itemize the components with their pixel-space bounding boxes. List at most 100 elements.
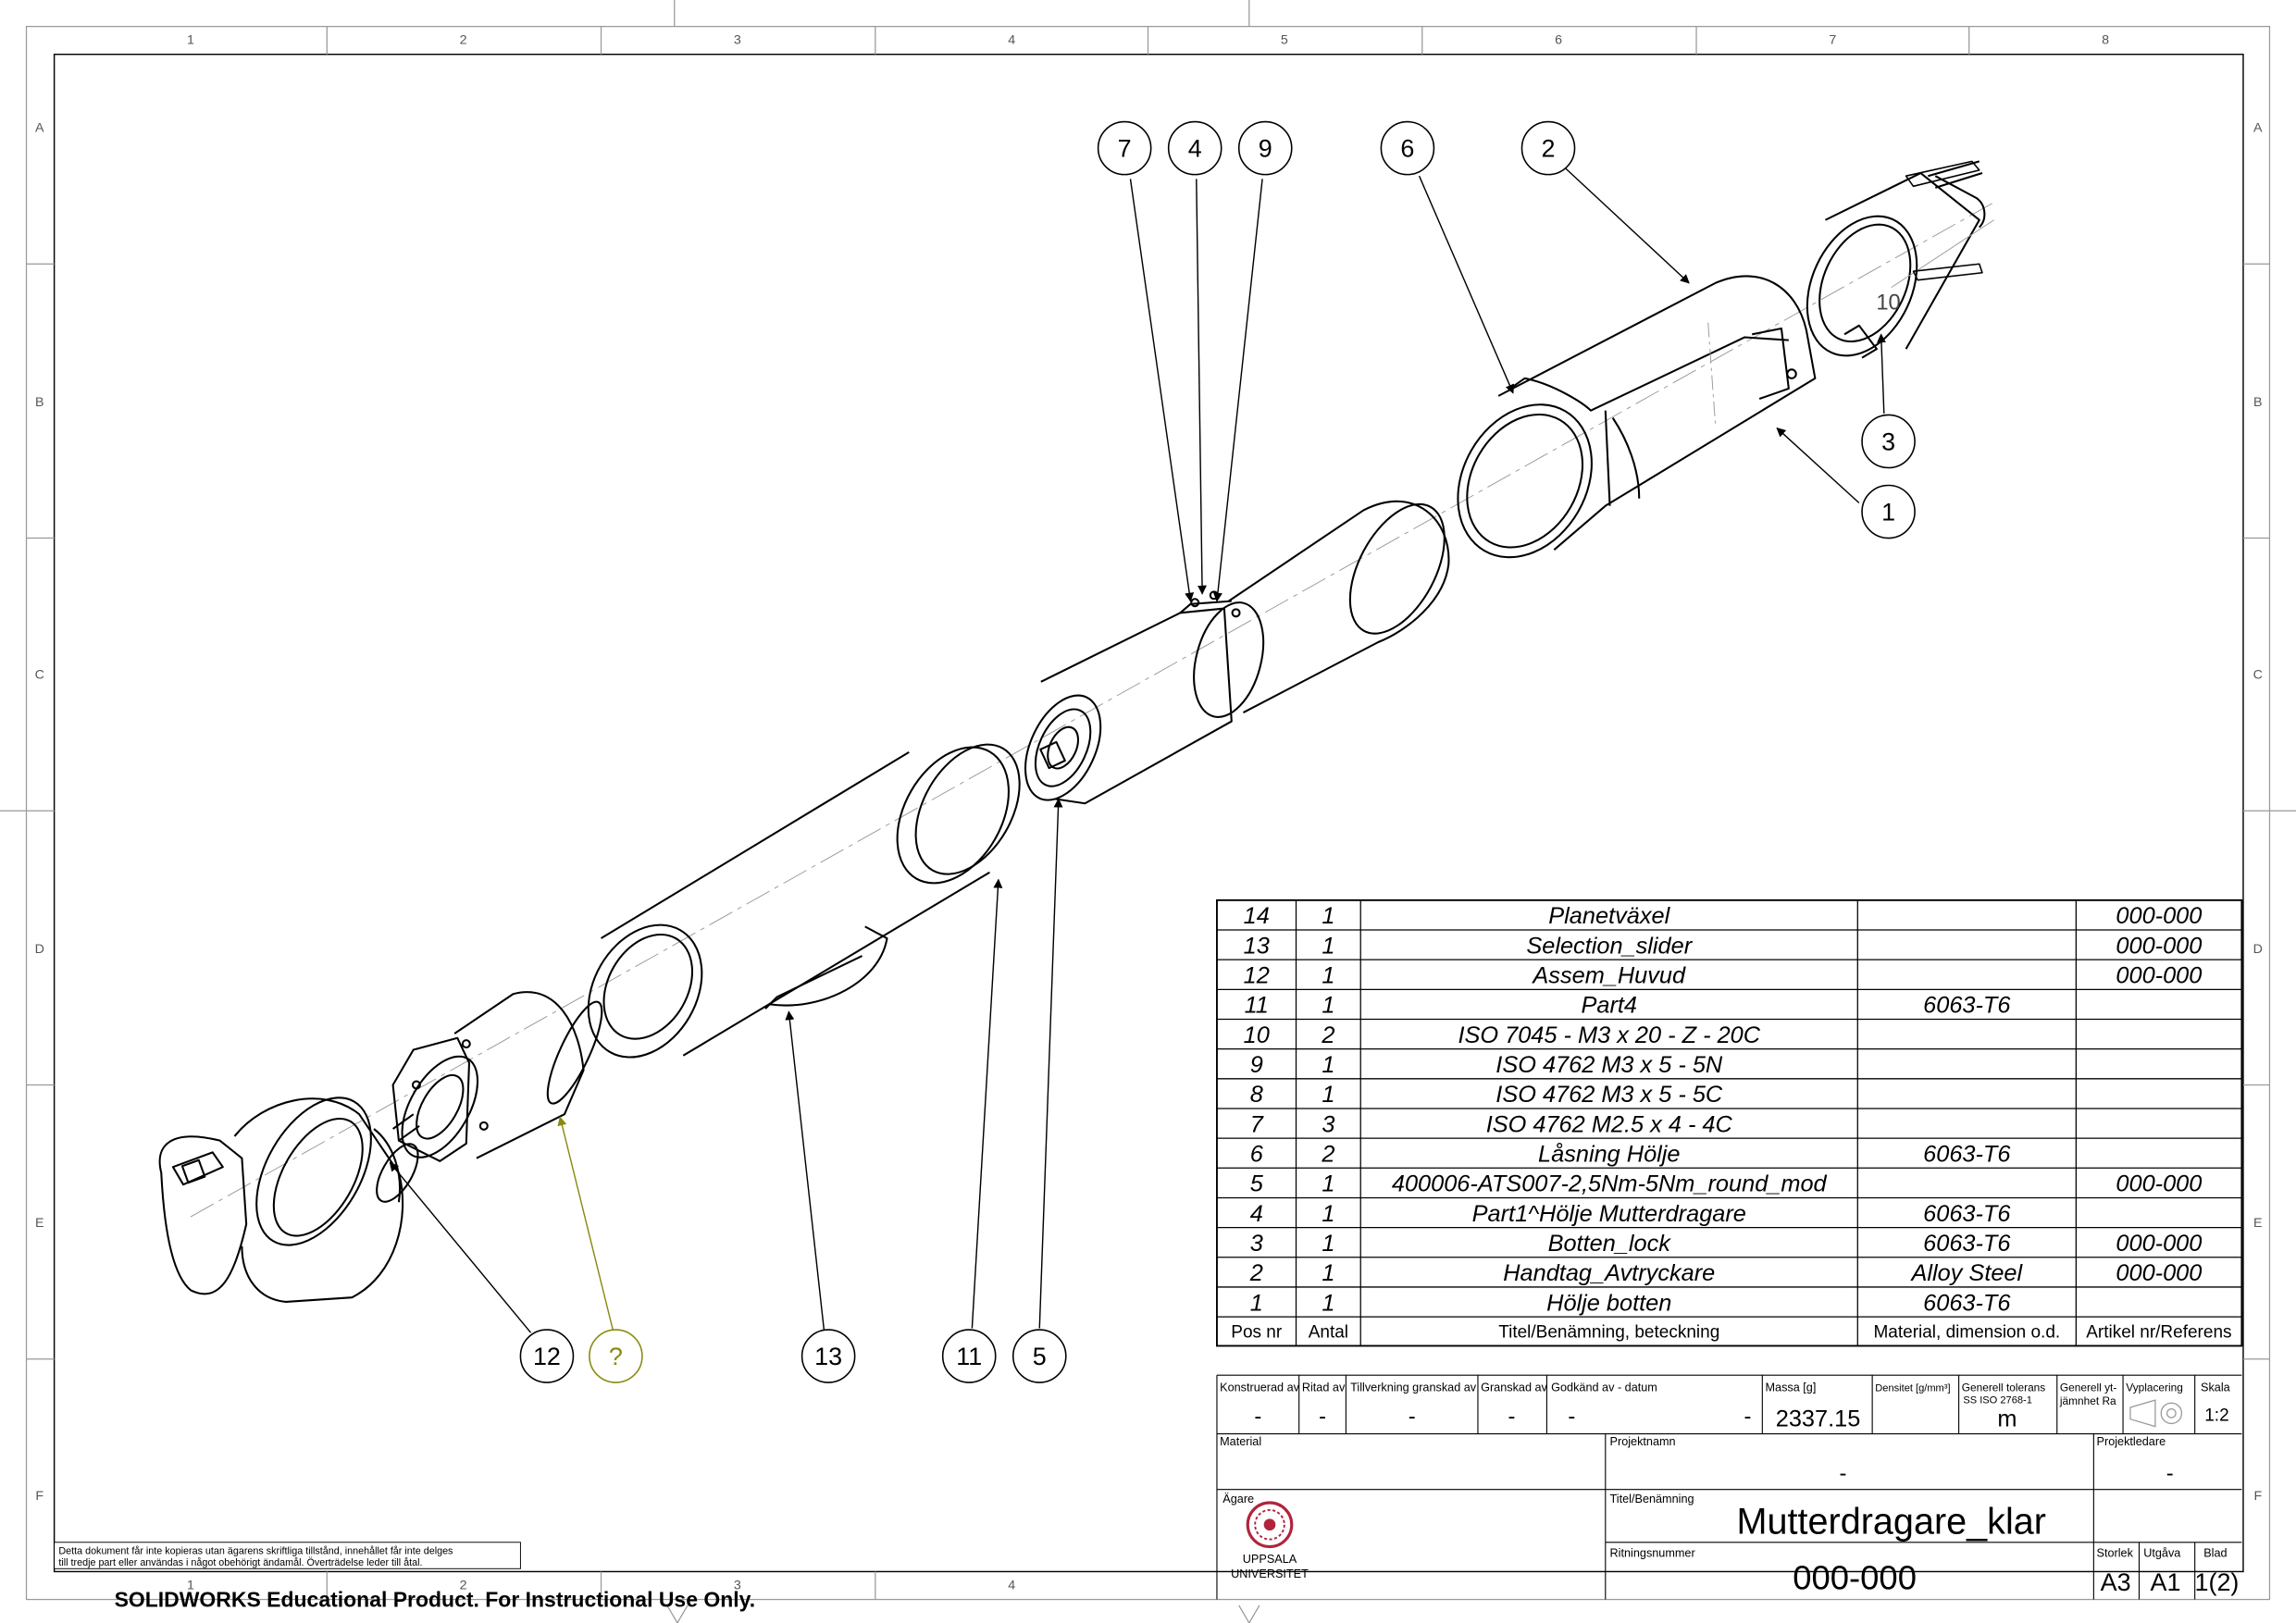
part-planetvaxel [1024, 500, 1450, 805]
bom-cell-qty: 1 [1322, 933, 1334, 959]
notice-line-1: Detta dokument får inte kopieras utan äg… [58, 1545, 453, 1556]
value-konstruerad: - [1254, 1404, 1261, 1429]
zone-row-e-right: E [2253, 1216, 2263, 1231]
part-botten-lock [1806, 160, 1994, 359]
label-utgava: Utgåva [2143, 1547, 2181, 1560]
label-agare: Ägare [1222, 1493, 1254, 1505]
bom-header-material: Material, dimension o.d. [1873, 1322, 2060, 1342]
label-ritningsnummer: Ritningsnummer [1610, 1547, 1695, 1560]
zone-bottom-col-4: 4 [1008, 1578, 1015, 1592]
bom-cell-pos: 11 [1245, 993, 1269, 1019]
balloon-11[interactable]: 11 [941, 1329, 997, 1383]
bom-cell-title: Part1^Hölje Mutterdragare [1472, 1201, 1746, 1227]
svg-text:12: 12 [533, 1343, 561, 1370]
bom-cell-title: Låsning Hölje [1538, 1141, 1680, 1167]
bom-cell-material: 6063-T6 [1923, 1141, 2011, 1167]
svg-text:1: 1 [1881, 499, 1895, 527]
value-ritad: - [1319, 1404, 1326, 1429]
value-ritningsnummer: 000-000 [1793, 1558, 1917, 1596]
bom-cell-pos: 13 [1244, 933, 1270, 959]
projection-symbol-icon [2129, 1399, 2183, 1428]
bom-cell-qty: 1 [1322, 1290, 1334, 1316]
bom-cell-pos: 5 [1250, 1171, 1264, 1197]
bom-cell-article: 000-000 [2116, 903, 2202, 929]
bom-cell-title: Hölje botten [1546, 1290, 1671, 1316]
zone-row-b-right: B [2253, 395, 2263, 410]
value-utgava: A1 [2151, 1568, 2181, 1596]
balloon-6[interactable]: 6 [1380, 120, 1435, 176]
balloon-2[interactable]: 2 [1520, 120, 1576, 176]
zone-row-d: D [35, 942, 44, 957]
zone-bottom-col-3: 3 [734, 1578, 741, 1592]
value-tolerans: m [1997, 1406, 2017, 1432]
bom-cell-title: 400006-ATS007-2,5Nm-5Nm_round_mod [1392, 1171, 1828, 1197]
bom-cell-title: Handtag_Avtryckare [1503, 1260, 1715, 1286]
zone-row-f: F [35, 1489, 43, 1504]
university-seal-icon [1246, 1501, 1294, 1549]
value-titel: Mutterdragare_klar [1736, 1501, 2046, 1542]
zone-row-a-right: A [2253, 121, 2263, 136]
zone-bottom-col-1: 1 [187, 1578, 194, 1592]
zone-row-c-right: C [2253, 668, 2263, 683]
bom-cell-qty: 1 [1322, 903, 1334, 929]
balloon-4[interactable]: 4 [1167, 120, 1222, 176]
svg-text:11: 11 [956, 1343, 982, 1370]
label-massa: Massa [g] [1765, 1381, 1816, 1394]
owner-line-2: UNIVERSITET [1231, 1567, 1309, 1580]
balloon-13[interactable]: 13 [800, 1329, 856, 1383]
label-ritad: Ritad av [1302, 1381, 1346, 1394]
title-block [1216, 1374, 2242, 1600]
balloon-9[interactable]: 9 [1237, 120, 1293, 176]
bom-cell-qty: 1 [1322, 1231, 1334, 1257]
notice-line-2: till tredje part eller användas i något … [58, 1557, 422, 1568]
border-zone-labels: 1 2 3 4 5 6 7 8 1 2 3 4 A B C D E F A B … [35, 33, 2263, 1593]
svg-text:10: 10 [1876, 290, 1900, 315]
value-blad: 1(2) [2195, 1568, 2240, 1596]
balloon-3[interactable]: 3 [1861, 414, 1916, 469]
svg-text:6: 6 [1400, 135, 1414, 163]
balloon-5[interactable]: 5 [1011, 1329, 1067, 1383]
title-block-values: - - - - - - 2337.15 m 1:2 - - Mutterdrag… [1254, 1404, 2239, 1596]
value-granskad: - [1508, 1404, 1515, 1429]
label-godkand: Godkänd av - datum [1551, 1381, 1657, 1394]
zone-col-4: 4 [1008, 33, 1015, 48]
bom-cell-pos: 3 [1250, 1231, 1263, 1257]
balloons: 7 4 9 6 2 3 1 10 12 ? 13 11 5 [519, 120, 1916, 1383]
balloon-7[interactable]: 7 [1097, 120, 1152, 176]
bom-cell-title: Part4 [1581, 993, 1637, 1019]
bom-cell-pos: 2 [1249, 1260, 1263, 1286]
svg-text:5: 5 [1033, 1343, 1047, 1370]
value-godkand-name: - [1568, 1404, 1575, 1429]
value-massa: 2337.15 [1776, 1406, 1861, 1432]
bom-cell-article: 000-000 [2116, 1231, 2202, 1257]
label-vyplacering: Vyplacering [2126, 1381, 2183, 1394]
zone-row-b: B [35, 395, 44, 410]
label-densitet: Densitet [g/mm³] [1875, 1383, 1950, 1394]
label-storlek: Storlek [2097, 1547, 2134, 1560]
bom-cell-pos: 8 [1250, 1082, 1263, 1108]
zone-col-6: 6 [1555, 33, 1562, 48]
owner-line-1: UPPSALA [1243, 1553, 1297, 1566]
balloon-10[interactable]: 10 [1876, 290, 1900, 315]
part-holje-mutterdragare [1457, 275, 1817, 559]
zone-col-7: 7 [1829, 33, 1836, 48]
label-ytjamnhet-2: jämnhet Ra [2059, 1394, 2116, 1407]
balloon-12[interactable]: 12 [519, 1329, 575, 1383]
confidentiality-notice: Detta dokument får inte kopieras utan äg… [54, 1542, 521, 1569]
bom-cell-qty: 1 [1322, 1260, 1334, 1286]
bom-cell-article: 000-000 [2116, 933, 2202, 959]
bom-cell-pos: 4 [1250, 1201, 1263, 1227]
label-ytjamnhet: Generell yt- [2060, 1381, 2116, 1394]
balloon-1[interactable]: 1 [1861, 484, 1916, 539]
value-godkand-date: - [1744, 1404, 1752, 1429]
part-motor [391, 991, 603, 1162]
solidworks-watermark: SOLIDWORKS Educational Product. For Inst… [115, 1587, 756, 1611]
bom-cell-title: ISO 7045 - M3 x 20 - Z - 20C [1458, 1022, 1760, 1048]
value-storlek: A3 [2101, 1568, 2131, 1596]
svg-text:13: 13 [814, 1343, 842, 1370]
bom-cell-title: ISO 4762 M3 x 5 - 5N [1496, 1052, 1723, 1078]
bom-cell-pos: 14 [1244, 903, 1270, 929]
balloon-question[interactable]: ? [589, 1329, 643, 1383]
